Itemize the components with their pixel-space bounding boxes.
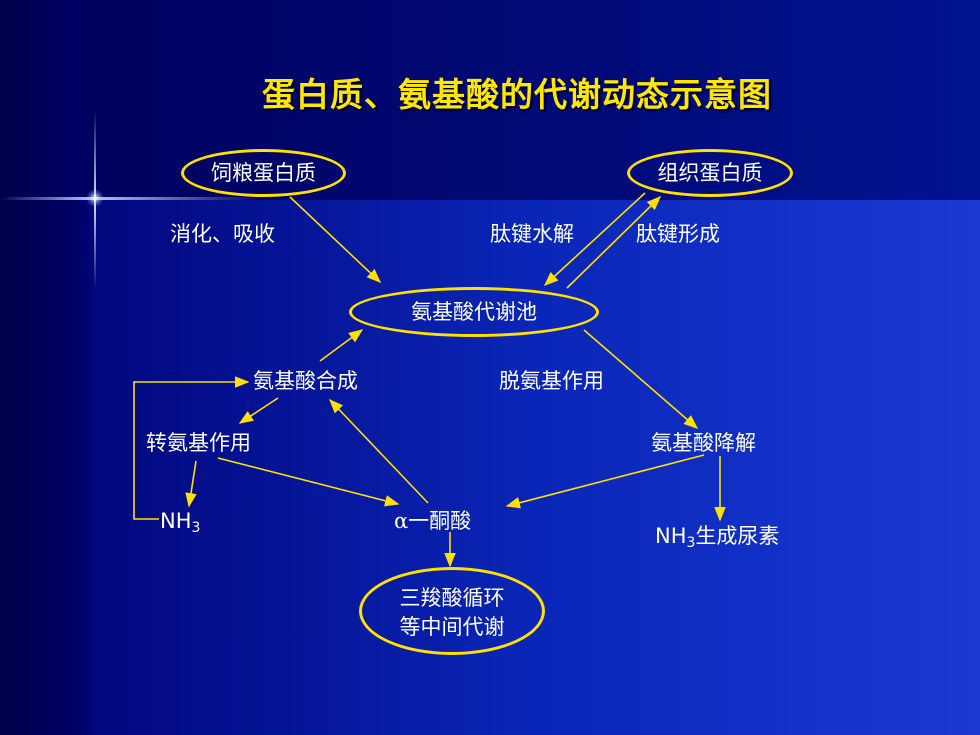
arrow-hydrolysis-to-pool — [543, 192, 646, 286]
node-aa-synthesis: 氨基酸合成 — [253, 369, 358, 393]
oval-amino-acid-pool — [349, 287, 599, 337]
arrow-keto-to-synthesis — [329, 398, 429, 504]
oval-tca-cycle — [359, 567, 545, 655]
label-digestion-absorption: 消化、吸收 — [170, 222, 275, 246]
nh3-urea-subscript: 3 — [686, 535, 696, 551]
oval-tissue-protein — [627, 149, 793, 197]
nh3-urea-text: NH — [655, 524, 687, 548]
node-deamination: 脱氨基作用 — [499, 369, 604, 393]
arrow-transamination-to-keto — [217, 457, 400, 507]
node-tca-line2: 等中间代谢 — [399, 615, 505, 639]
background-top-band — [0, 0, 980, 200]
arrow-feed-to-pool — [289, 196, 382, 283]
nh3-left-subscript: 3 — [191, 520, 201, 536]
node-tca-line1: 三羧酸循环 — [399, 586, 505, 610]
arrow-nh3-loop-to-synthesis — [133, 376, 250, 520]
node-transamination: 转氨基作用 — [146, 431, 251, 455]
slide-title: 蛋白质、氨基酸的代谢动态示意图 — [262, 75, 772, 114]
arrow-pool-to-degradation — [583, 329, 699, 429]
node-feed-protein: 饲粮蛋白质 — [211, 161, 316, 185]
arrow-synthesis-to-pool — [319, 329, 364, 362]
light-flare-horizontal — [0, 197, 260, 200]
nh3-left-text: NH — [160, 509, 192, 533]
arrow-degradation-to-keto — [505, 454, 705, 509]
node-alpha-keto-acid: α一酮酸 — [394, 509, 472, 533]
node-nh3-urea: NH3生成尿素 — [655, 524, 779, 555]
arrow-transamination-to-nh3 — [185, 460, 197, 508]
arrow-synthesis-to-transamination — [238, 397, 279, 424]
label-peptide-formation: 肽键形成 — [636, 222, 720, 246]
node-nh3-left: NH3 — [160, 509, 200, 540]
oval-feed-protein — [181, 149, 346, 197]
background-left-strip — [0, 0, 95, 735]
node-tissue-protein: 组织蛋白质 — [657, 161, 763, 185]
light-flare-center — [86, 189, 104, 207]
arrow-formation-to-tissue — [566, 195, 662, 289]
node-aa-degradation: 氨基酸降解 — [651, 431, 756, 455]
urea-formation-text: 生成尿素 — [695, 524, 780, 548]
label-peptide-hydrolysis: 肽键水解 — [490, 222, 574, 246]
node-amino-acid-pool: 氨基酸代谢池 — [411, 300, 537, 324]
